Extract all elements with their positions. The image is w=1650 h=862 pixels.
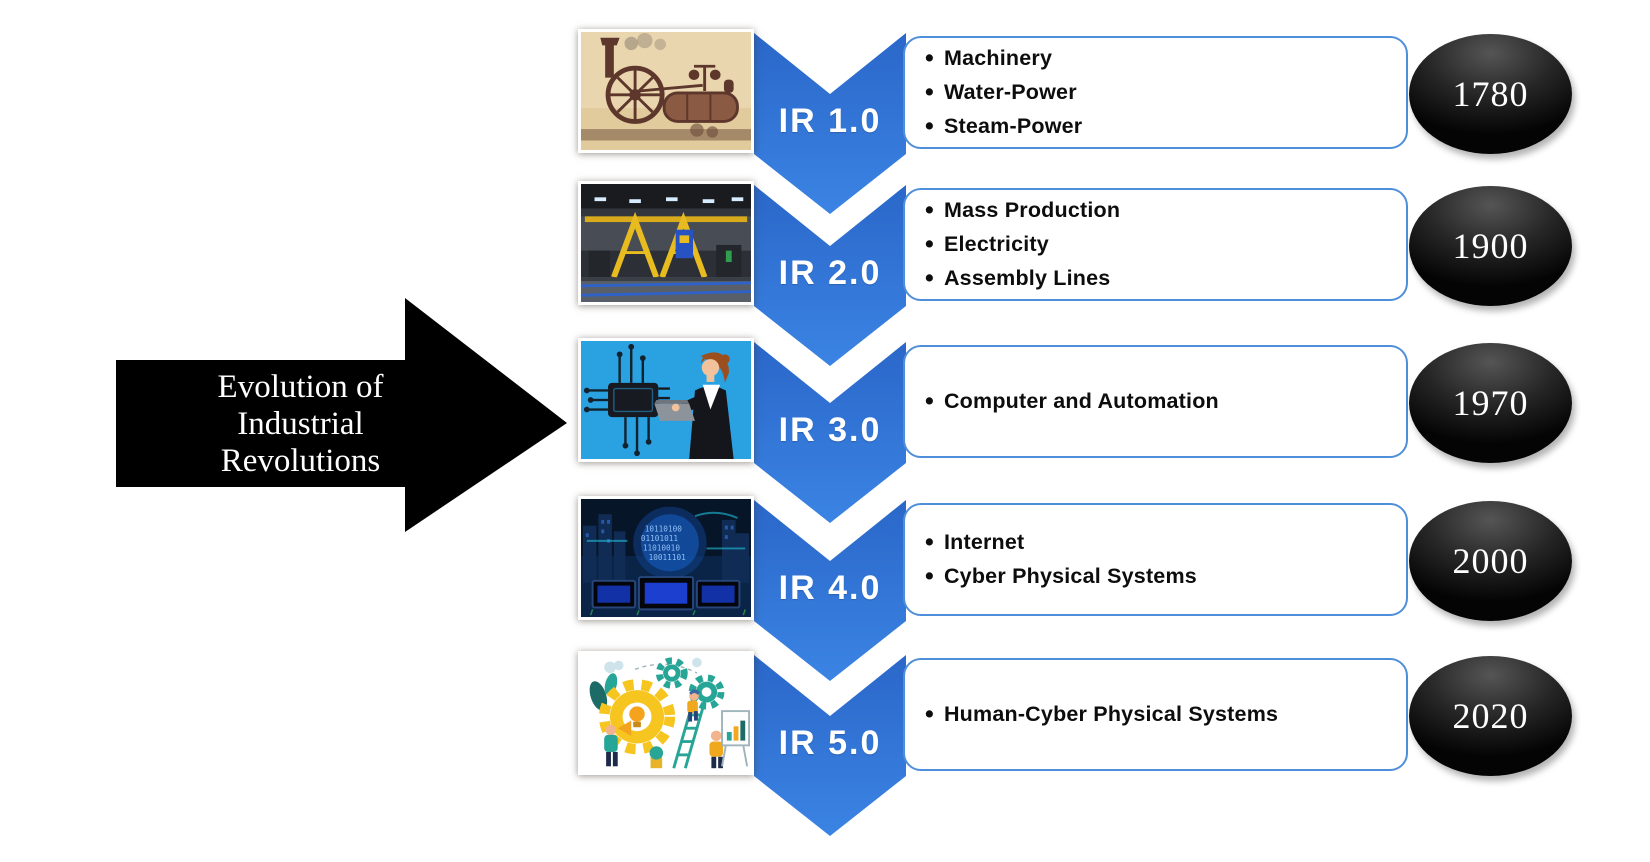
ir-label: IR 3.0	[778, 410, 882, 449]
svg-text:10011101: 10011101	[649, 553, 687, 562]
year-badge: 1780	[1409, 34, 1572, 154]
chevron-down-icon	[754, 342, 906, 523]
bullet-item: Machinery	[925, 46, 1394, 71]
bullet-item: Cyber Physical Systems	[925, 564, 1394, 589]
bullet-item: Mass Production	[925, 198, 1394, 223]
svg-text:01101011: 01101011	[641, 534, 679, 543]
bullet-list: Human-Cyber Physical Systems	[905, 660, 1406, 769]
ir-label: IR 5.0	[778, 723, 882, 762]
bullet-item: Steam-Power	[925, 114, 1394, 139]
bullet-list: Computer and Automation	[905, 347, 1406, 456]
title-line-2: Industrial	[237, 406, 364, 442]
bullet-list: InternetCyber Physical Systems	[905, 505, 1406, 614]
title-line-1: Evolution of	[217, 369, 384, 405]
year-badge: 1970	[1409, 343, 1572, 463]
bullet-item: Water-Power	[925, 80, 1394, 105]
info-box: Mass ProductionElectricityAssembly Lines	[903, 188, 1408, 301]
svg-text:10110100: 10110100	[645, 524, 683, 533]
title-line-3: Revolutions	[220, 443, 381, 479]
human-cyber-image	[578, 651, 754, 775]
year-text: 2020	[1452, 696, 1529, 736]
bullet-list: MachineryWater-PowerSteam-Power	[905, 38, 1406, 147]
right-arrow-shape	[116, 298, 567, 532]
year-text: 1780	[1452, 74, 1529, 114]
year-text: 1970	[1452, 383, 1529, 423]
bullet-item: Human-Cyber Physical Systems	[925, 702, 1394, 727]
year-text: 1900	[1452, 226, 1529, 266]
ir-label: IR 1.0	[778, 101, 882, 140]
chevron-down-icon	[754, 185, 906, 366]
bullet-item: Assembly Lines	[925, 266, 1394, 291]
year-badge: 2000	[1409, 501, 1572, 621]
chevron-down-icon	[754, 33, 906, 214]
year-badge: 1900	[1409, 186, 1572, 306]
info-box: MachineryWater-PowerSteam-Power	[903, 36, 1408, 149]
svg-text:11010010: 11010010	[643, 543, 681, 552]
year-text: 2000	[1452, 541, 1529, 581]
steam-engine-image	[578, 29, 754, 153]
diagram-title: Evolution of Industrial Revolutions	[173, 369, 428, 480]
year-badge: 2020	[1409, 656, 1572, 776]
chevron-down-icon	[754, 655, 906, 836]
info-box: Human-Cyber Physical Systems	[903, 658, 1408, 771]
bullet-item: Computer and Automation	[925, 389, 1394, 414]
chevron-down-icon	[754, 500, 906, 681]
title-arrow	[116, 298, 567, 532]
info-box: Computer and Automation	[903, 345, 1408, 458]
bullet-item: Internet	[925, 530, 1394, 555]
factory-assembly-image	[578, 181, 754, 305]
bullet-list: Mass ProductionElectricityAssembly Lines	[905, 190, 1406, 299]
info-box: InternetCyber Physical Systems	[903, 503, 1408, 616]
computer-automation-image	[578, 338, 754, 462]
ir-label: IR 2.0	[778, 253, 882, 292]
bullet-item: Electricity	[925, 232, 1394, 257]
ir-label: IR 4.0	[778, 568, 882, 607]
